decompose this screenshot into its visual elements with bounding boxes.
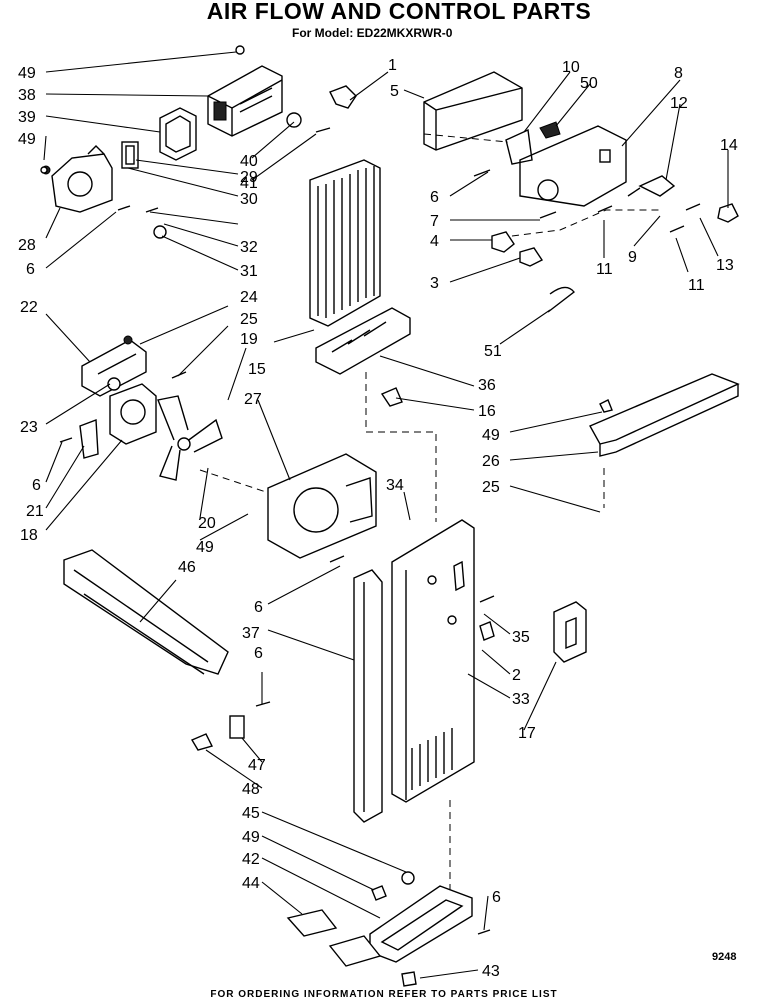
callout-label: 6 <box>430 189 439 206</box>
callout-label: 45 <box>242 805 260 822</box>
callout-label: 39 <box>18 109 36 126</box>
vertical-channel-part <box>353 569 383 823</box>
callout-label: 41 <box>240 175 258 192</box>
fan-motor-bracket-part <box>81 335 147 397</box>
callout-label: 30 <box>240 191 258 208</box>
callout-label: 49 <box>18 65 36 82</box>
callout-label: 46 <box>178 559 196 576</box>
retainer-part <box>190 733 214 751</box>
callout-label: 17 <box>518 725 536 742</box>
callout-label: 49 <box>482 427 500 444</box>
callout-label: 24 <box>240 289 258 306</box>
callout-label: 10 <box>562 59 580 76</box>
callout-label: 8 <box>674 65 683 82</box>
lamp-socket-part <box>519 247 544 267</box>
damper-motor-part <box>41 145 113 213</box>
callout-label: 25 <box>482 479 500 496</box>
callout-label: 27 <box>244 391 262 408</box>
callout-label: 11 <box>596 261 613 278</box>
fan-shroud-part <box>267 453 377 559</box>
callout-label: 40 <box>240 153 258 170</box>
callout-label: 36 <box>478 377 496 394</box>
shelf-rail-part <box>589 373 740 457</box>
control-bracket-part <box>505 121 627 207</box>
callout-label: 44 <box>242 875 260 892</box>
callout-label: 15 <box>248 361 266 378</box>
callout-label: 43 <box>482 963 500 980</box>
gasket-part <box>159 107 197 161</box>
callout-label: 11 <box>688 277 705 294</box>
mounting-bracket-part <box>79 419 99 459</box>
callout-label: 19 <box>240 331 258 348</box>
diagram-title: AIR FLOW AND CONTROL PARTS <box>206 0 592 24</box>
clip-part <box>329 85 357 109</box>
callout-label: 6 <box>254 599 263 616</box>
callout-label: 12 <box>670 95 688 112</box>
small-damper-part <box>380 387 403 407</box>
drain-pan-part <box>369 885 473 963</box>
wire-clip-part <box>547 286 575 313</box>
callout-label: 5 <box>390 83 399 100</box>
rear-panel-part <box>391 519 475 803</box>
callout-label: 32 <box>240 239 258 256</box>
small-bracket-part <box>229 715 245 739</box>
air-duct-part <box>309 159 381 327</box>
callout-label: 26 <box>482 453 500 470</box>
light-bulb-part <box>491 231 515 253</box>
fan-motor-part <box>109 383 157 445</box>
thermostat-switch-part <box>627 175 676 197</box>
callout-label: 14 <box>720 137 738 154</box>
callout-label: 6 <box>26 261 35 278</box>
callout-label: 48 <box>242 781 260 798</box>
callout-label: 49 <box>18 131 36 148</box>
callout-label: 13 <box>716 257 734 274</box>
callout-label: 1 <box>388 57 397 74</box>
ordering-footer: FOR ORDERING INFORMATION REFER TO PARTS … <box>210 989 558 1000</box>
callout-label: 28 <box>18 237 36 254</box>
callout-label: 34 <box>386 477 404 494</box>
control-housing-part <box>207 45 283 137</box>
callout-label: 6 <box>32 477 41 494</box>
diffuser-part <box>315 307 411 375</box>
callout-label: 23 <box>20 419 38 436</box>
fan-blade-part <box>157 395 223 481</box>
callout-label: 18 <box>20 527 38 544</box>
callout-label: 2 <box>512 667 521 684</box>
callout-label: 9 <box>628 249 637 266</box>
callout-label: 22 <box>20 299 38 316</box>
callout-label: 49 <box>242 829 260 846</box>
callout-label: 7 <box>430 213 439 230</box>
callout-label: 29 <box>240 169 258 186</box>
callout-label: 20 <box>198 515 216 532</box>
figure-number: 9248 <box>712 951 737 963</box>
upper-cover-part <box>423 71 523 151</box>
callout-label: 6 <box>492 889 501 906</box>
callout-label: 49 <box>196 539 214 556</box>
callout-numbers: 49 38 39 49 28 6 29 30 32 31 40 41 1 5 1… <box>18 57 738 980</box>
evaporator-cover-rail-part <box>63 549 229 675</box>
callout-label: 6 <box>254 645 263 662</box>
insulation-strips-part <box>286 909 382 967</box>
callout-label: 3 <box>430 275 439 292</box>
callout-label: 25 <box>240 311 258 328</box>
callout-label: 16 <box>478 403 496 420</box>
callout-label: 35 <box>512 629 530 646</box>
callout-label: 4 <box>430 233 439 250</box>
callout-label: 50 <box>580 75 598 92</box>
callout-label: 47 <box>248 757 266 774</box>
callout-label: 21 <box>26 503 44 520</box>
grommet-part <box>479 621 495 641</box>
model-subtitle: For Model: ED22MKXRWR-0 <box>292 26 453 40</box>
door-switch-housing-part <box>553 601 587 663</box>
callout-label: 38 <box>18 87 36 104</box>
callout-label: 42 <box>242 851 260 868</box>
callout-label: 51 <box>484 343 502 360</box>
callout-label: 37 <box>242 625 260 642</box>
callout-label: 33 <box>512 691 530 708</box>
control-knob-part <box>717 203 739 223</box>
callout-label: 31 <box>240 263 258 280</box>
leader-lines <box>43 51 729 979</box>
